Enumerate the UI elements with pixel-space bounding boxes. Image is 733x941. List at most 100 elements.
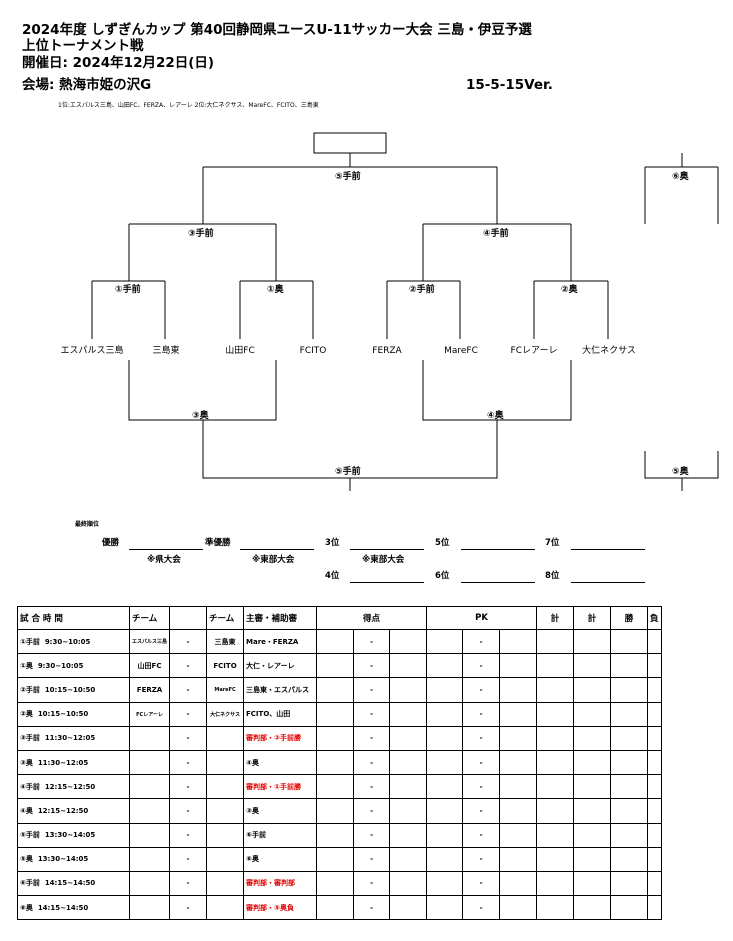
rank-fifth-line bbox=[461, 549, 535, 550]
total1-cell bbox=[536, 749, 575, 776]
header-loss: 負 bbox=[647, 606, 662, 630]
schedule-row: ④奥 12:15~12:50-③奥-- bbox=[17, 798, 662, 824]
score1-cell bbox=[316, 846, 355, 872]
team-name: FERZA bbox=[372, 346, 402, 356]
team1-cell bbox=[128, 846, 171, 872]
team1-cell: FERZA bbox=[128, 677, 171, 703]
vs-dash: - bbox=[169, 774, 208, 800]
label-m1b: ①奥 bbox=[267, 283, 285, 295]
total1-cell bbox=[536, 822, 575, 848]
match-time-range: 12:15~12:50 bbox=[37, 806, 89, 815]
header-total1: 計 bbox=[536, 606, 575, 630]
bracket-lines bbox=[91, 132, 719, 491]
match-time: ⑥奥 14:15~14:50 bbox=[17, 895, 130, 921]
win-cell bbox=[610, 653, 649, 679]
label-m3a: ③手前 bbox=[188, 227, 214, 239]
match-time: ③手前 11:30~12:05 bbox=[17, 725, 130, 751]
rank-sixth-line bbox=[461, 582, 535, 583]
match-time: ①奥 9:30~10:05 bbox=[17, 653, 130, 679]
rank-fourth-line bbox=[350, 582, 424, 583]
win-cell bbox=[610, 725, 649, 751]
pk1-cell bbox=[426, 677, 464, 703]
schedule-row: ⑥奥 14:15~14:50-審判部・⑤奥負-- bbox=[17, 895, 662, 921]
win-cell bbox=[610, 628, 649, 655]
rank-eighth-line bbox=[571, 582, 645, 583]
rank-fifth-label: 5位 bbox=[435, 538, 450, 548]
win-cell bbox=[610, 677, 649, 703]
match-time: ④奥 12:15~12:50 bbox=[17, 798, 130, 824]
total1-cell bbox=[536, 798, 575, 824]
referee-cell: ⑥手前 bbox=[243, 822, 318, 848]
match-id: ③奥 bbox=[20, 758, 33, 767]
pk-dash: - bbox=[462, 725, 501, 751]
match-time-range: 13:30~14:05 bbox=[37, 855, 89, 864]
match-id: ①手前 bbox=[20, 637, 40, 646]
total2-cell bbox=[573, 798, 612, 824]
loss-cell bbox=[647, 774, 662, 800]
score-dash: - bbox=[353, 822, 391, 848]
score-dash: - bbox=[353, 749, 391, 776]
match-time-range: 12:15~12:50 bbox=[44, 782, 96, 791]
rank-third-line bbox=[350, 549, 424, 550]
label-m5a-lower: ⑤手前 bbox=[335, 465, 361, 477]
loss-cell bbox=[647, 822, 662, 848]
match-id: ⑥奥 bbox=[20, 903, 33, 912]
vs-dash: - bbox=[169, 798, 208, 824]
seed-note: 1位:エスパルス三島、山田FC、FERZA、レアーレ 2位:大仁ネクサス、Mar… bbox=[58, 102, 319, 109]
team2-cell bbox=[206, 822, 245, 848]
match-id: ②奥 bbox=[20, 710, 33, 719]
pk2-cell bbox=[499, 822, 538, 848]
version-label: 15-5-15Ver. bbox=[466, 77, 553, 93]
referee-cell: 三島東・エスパルス bbox=[243, 677, 318, 703]
team1-cell bbox=[128, 870, 171, 897]
pk-dash: - bbox=[462, 774, 501, 800]
score-dash: - bbox=[353, 870, 391, 897]
score1-cell bbox=[316, 653, 355, 679]
score-dash: - bbox=[353, 628, 391, 655]
label-m1a: ①手前 bbox=[115, 283, 141, 295]
pk1-cell bbox=[426, 774, 464, 800]
score2-cell bbox=[389, 628, 428, 655]
pk-dash: - bbox=[462, 749, 501, 776]
label-m2a: ②手前 bbox=[409, 283, 435, 295]
pk1-cell bbox=[426, 895, 464, 921]
rank-fourth-label: 4位 bbox=[325, 571, 340, 581]
match-time-range: 13:30~14:05 bbox=[44, 831, 96, 840]
referee-cell: FCITO、山田 bbox=[243, 701, 318, 727]
match-time: ③奥 11:30~12:05 bbox=[17, 749, 130, 776]
vs-dash: - bbox=[169, 653, 208, 679]
pk2-cell bbox=[499, 701, 538, 727]
total2-cell bbox=[573, 774, 612, 800]
score1-cell bbox=[316, 725, 355, 751]
vs-dash: - bbox=[169, 701, 208, 727]
schedule-table: 試 合 時 間 チーム チーム 主審・補助審 得点 PK 計 計 勝 負 ①手前… bbox=[17, 606, 662, 921]
subtitle-line: 上位トーナメント戦 bbox=[22, 38, 144, 54]
total2-cell bbox=[573, 870, 612, 897]
win-cell bbox=[610, 774, 649, 800]
total2-cell bbox=[573, 725, 612, 751]
score2-cell bbox=[389, 798, 428, 824]
pk2-cell bbox=[499, 846, 538, 872]
total2-cell bbox=[573, 701, 612, 727]
score2-cell bbox=[389, 870, 428, 897]
label-m5b: ⑤奥 bbox=[672, 465, 690, 477]
match-time: ⑤手前 13:30~14:05 bbox=[17, 822, 130, 848]
match-time: ②奥 10:15~10:50 bbox=[17, 701, 130, 727]
pk2-cell bbox=[499, 628, 538, 655]
score2-cell bbox=[389, 725, 428, 751]
loss-cell bbox=[647, 653, 662, 679]
team1-cell: FCレアーレ bbox=[128, 701, 171, 727]
tournament-bracket: ⑤手前 ⑥奥 ③手前 ④手前 ①手前 ①奥 ②手前 ②奥 ③奥 ④奥 ⑤手前 ⑤… bbox=[60, 132, 719, 491]
team1-cell bbox=[128, 749, 171, 776]
pk-dash: - bbox=[462, 846, 501, 872]
pk2-cell bbox=[499, 653, 538, 679]
team2-cell bbox=[206, 895, 245, 921]
header-total2: 計 bbox=[573, 606, 612, 630]
rank-eighth-label: 8位 bbox=[545, 571, 560, 581]
schedule-row: ⑥手前 14:15~14:50-審判部・審判部-- bbox=[17, 870, 662, 897]
schedule-header-row: 試 合 時 間 チーム チーム 主審・補助審 得点 PK 計 計 勝 負 bbox=[17, 606, 662, 630]
pk1-cell bbox=[426, 822, 464, 848]
